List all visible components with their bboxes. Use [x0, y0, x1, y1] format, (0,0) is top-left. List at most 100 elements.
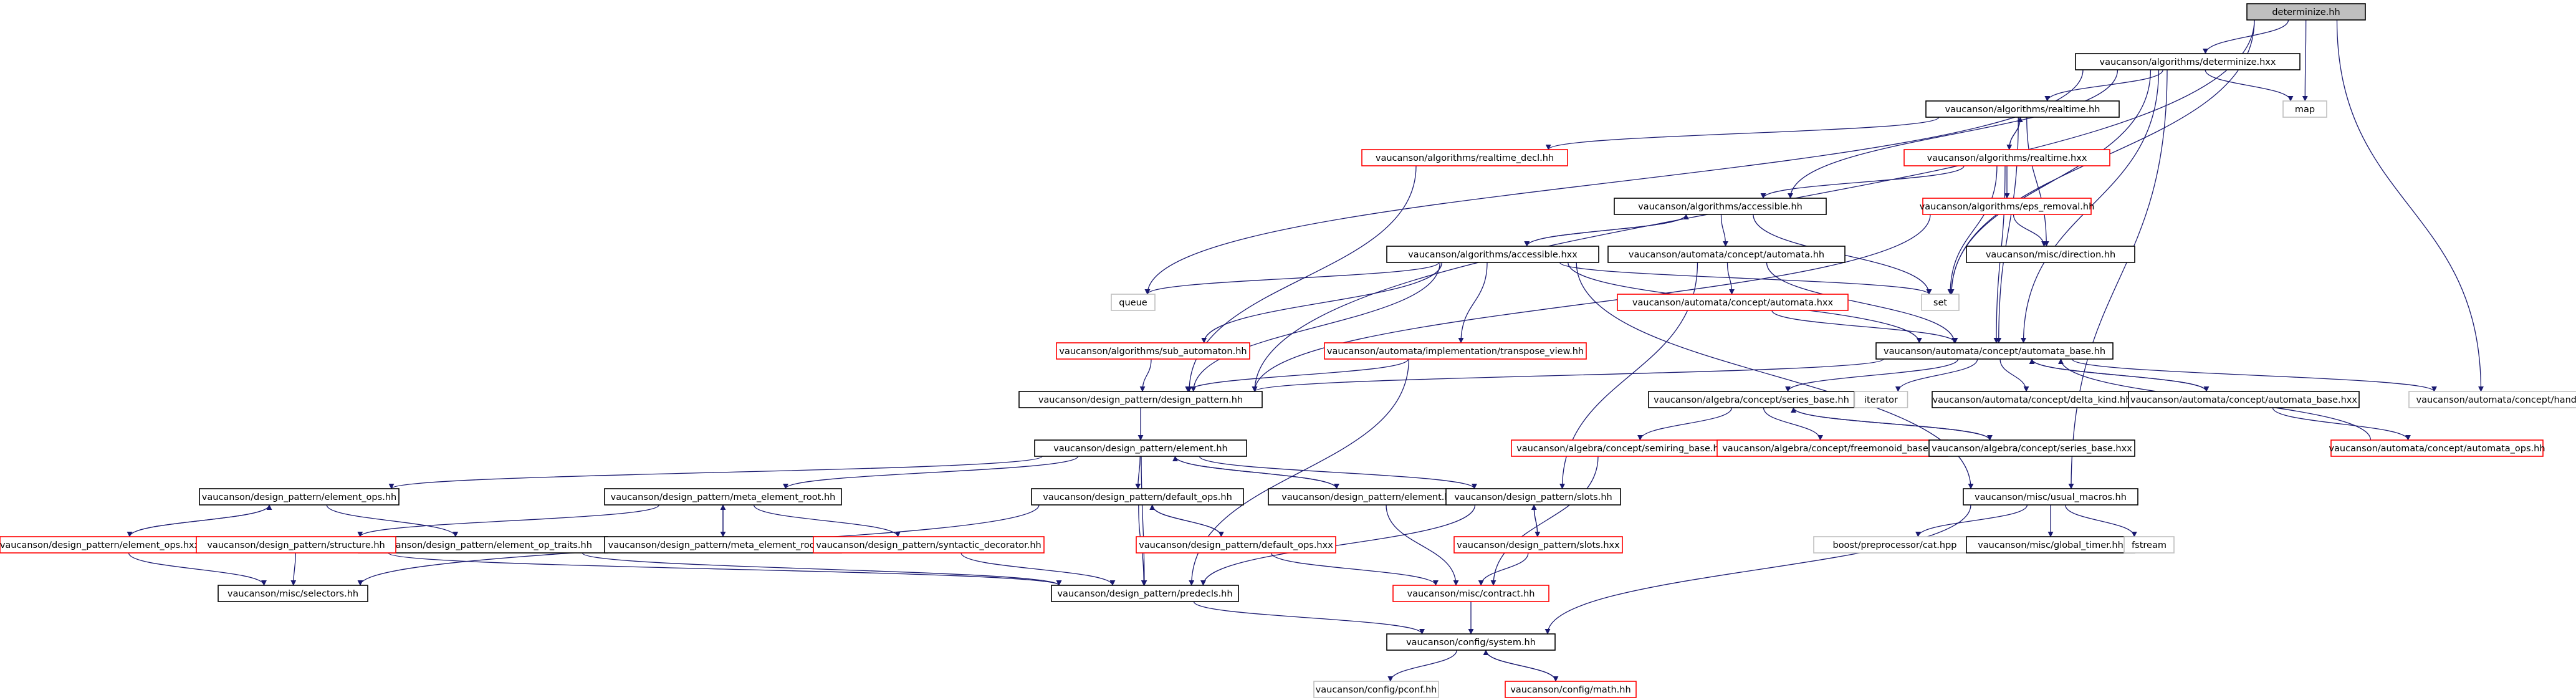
node-label: vaucanson/design_pattern/predecls.hh	[1057, 589, 1232, 599]
node-meta-element-root-hxx[interactable]: vaucanson/design_pattern/meta_element_ro…	[604, 536, 842, 554]
node-label: boost/preprocessor/cat.hpp	[1832, 540, 1956, 550]
node-box	[1392, 585, 1549, 602]
node-determinize-hh[interactable]: determinize.hh	[2246, 3, 2366, 21]
node-delta-kind[interactable]: vaucanson/automata/concept/delta_kind.hh	[1932, 391, 2132, 408]
edge-element_hh-to-slots_hh	[1199, 456, 1477, 489]
node-slots-hh[interactable]: vaucanson/design_pattern/slots.hh	[1445, 488, 1621, 506]
node-box	[199, 488, 400, 506]
edge-syntactic_decorator-to-predecls	[960, 552, 1116, 586]
edge-automata_base_hh-to-handlers	[2071, 358, 2437, 392]
edges-layer	[127, 19, 2484, 682]
node-element-hh[interactable]: vaucanson/design_pattern/element.hh	[1034, 439, 1247, 457]
node-fstream[interactable]: fstream	[2124, 536, 2175, 554]
node-label: vaucanson/design_pattern/element_ops.hh	[202, 492, 396, 502]
node-realtime-hh[interactable]: vaucanson/algorithms/realtime.hh	[1925, 100, 2120, 118]
node-contract[interactable]: vaucanson/misc/contract.hh	[1392, 585, 1549, 602]
edge-element_hxx-to-element_hh	[1172, 456, 1338, 489]
node-semiring-base[interactable]: vaucanson/algebra/concept/semiring_base.…	[1511, 439, 1730, 457]
edge-math_hh-to-system_hh	[1483, 650, 1556, 682]
edge-slots_hxx-to-contract	[1478, 552, 1529, 586]
node-element-ops-hh[interactable]: vaucanson/design_pattern/element_ops.hh	[199, 488, 400, 506]
node-cat-hpp[interactable]: boost/preprocessor/cat.hpp	[1813, 536, 1976, 554]
node-selectors[interactable]: vaucanson/misc/selectors.hh	[218, 585, 368, 602]
node-box	[1361, 149, 1568, 166]
node-transpose-view[interactable]: vaucanson/automata/implementation/transp…	[1324, 342, 1587, 360]
node-pconf[interactable]: vaucanson/config/pconf.hh	[1313, 681, 1439, 698]
node-predecls[interactable]: vaucanson/design_pattern/predecls.hh	[1051, 585, 1239, 602]
node-direction[interactable]: vaucanson/misc/direction.hh	[1966, 246, 2135, 263]
node-box	[1324, 342, 1587, 360]
node-label: vaucanson/automata/concept/automata.hh	[1629, 250, 1824, 260]
edge-automata_base_hh-to-iterator	[1895, 358, 1978, 392]
node-label: vaucanson/design_pattern/design_pattern.…	[1038, 395, 1243, 405]
edge-realtime_hh-to-direction	[2026, 117, 2049, 247]
node-concept-automata-hh[interactable]: vaucanson/automata/concept/automata.hh	[1607, 246, 1846, 263]
node-realtime-decl[interactable]: vaucanson/algorithms/realtime_decl.hh	[1361, 149, 1568, 166]
node-global-timer[interactable]: vaucanson/misc/global_timer.hh	[1966, 536, 2135, 554]
node-box	[1966, 246, 2135, 263]
node-structure-hh[interactable]: vaucanson/design_pattern/structure.hh	[196, 536, 396, 554]
node-box	[1445, 488, 1621, 506]
edge-structure_hh-to-selectors	[290, 552, 297, 586]
node-label: vaucanson/algorithms/determinize.hxx	[2100, 57, 2276, 67]
node-box	[1922, 198, 2092, 215]
node-freemonoid-base[interactable]: vaucanson/algebra/concept/freemonoid_bas…	[1717, 439, 1948, 457]
edge-element_ops_hh-to-element_op_traits	[326, 504, 459, 537]
node-element-ops-hxx[interactable]: vaucanson/design_pattern/element_ops.hxx	[0, 536, 200, 554]
edge-structure_hh-to-predecls	[388, 552, 1062, 586]
node-label: vaucanson/config/math.hh	[1510, 685, 1630, 695]
node-accessible-hxx[interactable]: vaucanson/algorithms/accessible.hxx	[1386, 246, 1599, 263]
node-eps-removal[interactable]: vaucanson/algorithms/eps_removal.hh	[1920, 198, 2095, 215]
node-box	[1854, 391, 1908, 408]
edge-automata_base_hh-to-delta_kind	[1999, 358, 2029, 392]
node-box	[604, 536, 842, 554]
node-determinize-hxx[interactable]: vaucanson/algorithms/determinize.hxx	[2075, 53, 2301, 70]
node-label: vaucanson/design_pattern/slots.hxx	[1457, 540, 1620, 550]
node-queue[interactable]: queue	[1111, 294, 1156, 311]
node-set[interactable]: set	[1921, 294, 1960, 311]
node-automata-base-hh[interactable]: vaucanson/automata/concept/automata_base…	[1875, 342, 2114, 360]
node-design-pattern-hh[interactable]: vaucanson/design_pattern/design_pattern.…	[1018, 391, 1263, 408]
node-accessible-hh[interactable]: vaucanson/algorithms/accessible.hh	[1614, 198, 1827, 215]
edge-concept_automata_hh-to-automata_base_hh	[1766, 262, 1957, 343]
node-box	[1051, 585, 1239, 602]
node-label: vaucanson/design_pattern/element_op_trai…	[374, 540, 592, 550]
node-series-base-hh[interactable]: vaucanson/algebra/concept/series_base.hh	[1648, 391, 1855, 408]
node-box	[1648, 391, 1855, 408]
edge-determinize_hxx-to-set	[1948, 69, 2152, 295]
edge-accessible_hxx-to-sub_automaton	[1201, 262, 1442, 343]
node-slots-hxx[interactable]: vaucanson/design_pattern/slots.hxx	[1453, 536, 1623, 554]
edge-eps_removal-to-direction	[2013, 214, 2047, 247]
node-label: iterator	[1864, 395, 1898, 405]
edge-usual_macros-to-fstream	[2065, 504, 2137, 537]
node-label: map	[2295, 105, 2315, 115]
node-automata-ops[interactable]: vaucanson/automata/concept/automata_ops.…	[2329, 439, 2545, 457]
node-element-op-traits[interactable]: vaucanson/design_pattern/element_op_trai…	[358, 536, 608, 554]
node-concept-automata-hxx[interactable]: vaucanson/automata/concept/automata.hxx	[1617, 294, 1849, 311]
node-label: set	[1933, 298, 1947, 308]
edge-sub_automaton-to-design_pattern_hh	[1139, 358, 1152, 392]
node-meta-element-root-hh[interactable]: vaucanson/design_pattern/meta_element_ro…	[604, 488, 842, 506]
edge-series_base_hxx-to-series_base_hh	[1791, 407, 1991, 441]
node-math-hh[interactable]: vaucanson/config/math.hh	[1505, 681, 1637, 698]
node-label: vaucanson/design_pattern/element_ops.hxx	[0, 540, 200, 550]
edge-accessible_hxx-to-accessible_hh	[1526, 214, 1689, 247]
node-sub-automaton[interactable]: vaucanson/algorithms/sub_automaton.hh	[1056, 342, 1250, 360]
node-label: vaucanson/algebra/concept/series_base.hh	[1654, 395, 1849, 405]
node-default-ops-hh[interactable]: vaucanson/design_pattern/default_ops.hh	[1031, 488, 1244, 506]
node-system-hh[interactable]: vaucanson/config/system.hh	[1386, 633, 1556, 651]
node-iterator[interactable]: iterator	[1854, 391, 1908, 408]
node-box	[1813, 536, 1976, 554]
node-syntactic-decorator[interactable]: vaucanson/design_pattern/syntactic_decor…	[813, 536, 1045, 554]
node-element-hxx[interactable]: vaucanson/design_pattern/element.hxx	[1268, 488, 1475, 506]
node-handlers[interactable]: vaucanson/automata/concept/handlers.hh	[2408, 391, 2576, 408]
node-series-base-hxx[interactable]: vaucanson/algebra/concept/series_base.hx…	[1928, 439, 2135, 457]
node-automata-base-hxx[interactable]: vaucanson/automata/concept/automata_base…	[2128, 391, 2360, 408]
node-map[interactable]: map	[2282, 100, 2327, 118]
node-box	[1903, 149, 2110, 166]
node-label: vaucanson/misc/usual_macros.hh	[1975, 492, 2127, 502]
node-usual-macros[interactable]: vaucanson/misc/usual_macros.hh	[1963, 488, 2138, 506]
node-default-ops-hxx[interactable]: vaucanson/design_pattern/default_ops.hxx	[1136, 536, 1336, 554]
node-realtime-hxx[interactable]: vaucanson/algorithms/realtime.hxx	[1903, 149, 2110, 166]
edge-determinize_hh-to-determinize_hxx	[2203, 19, 2289, 54]
